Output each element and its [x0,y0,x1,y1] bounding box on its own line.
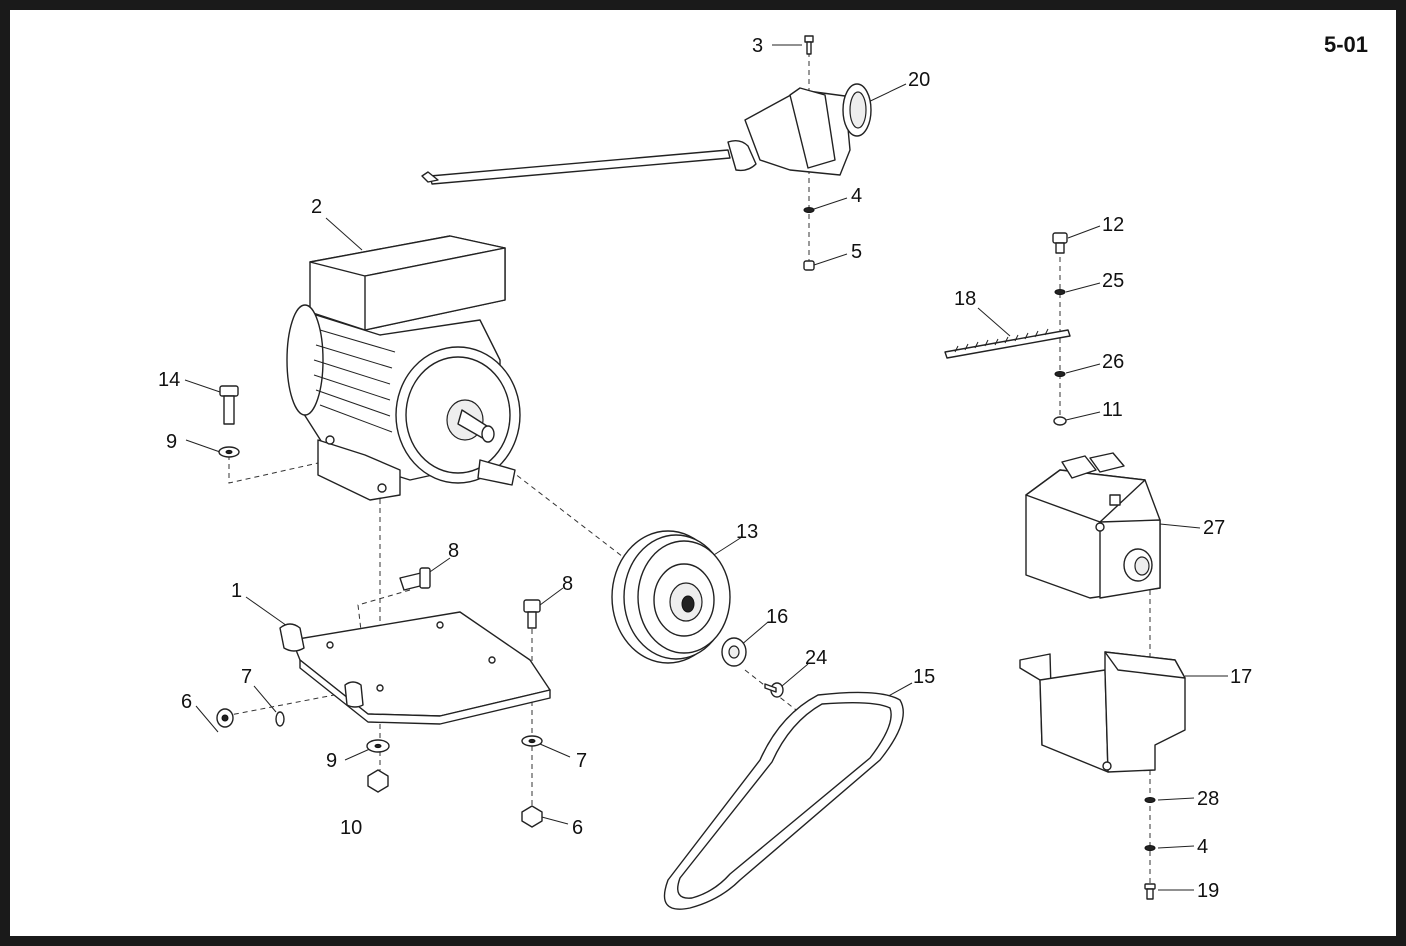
callout-13: 13 [736,521,758,543]
nut-6-right [521,805,543,828]
bolt-12 [1052,232,1068,254]
bolt-24 [764,682,784,698]
callout-4: 4 [851,185,862,207]
motor-base-plate [279,611,551,725]
callout-7: 7 [241,666,252,688]
callout-14: 14 [158,369,180,391]
electric-motor [286,235,521,501]
nut-5 [803,260,815,271]
page-number: 5-01 [1323,32,1368,57]
washer-28 [1144,797,1156,803]
callout-10: 10 [340,817,362,839]
bolt-8-left [399,567,431,591]
callout-24: 24 [805,647,827,669]
callout-28: 28 [1197,788,1219,810]
screw-19 [1144,883,1156,900]
bolt-14 [219,385,239,425]
callout-5: 5 [851,241,862,263]
callout-6: 6 [181,691,192,713]
callout-20: 20 [908,69,930,91]
callout-15: 15 [913,666,935,688]
nut-10 [367,769,389,793]
callout-11: 11 [1102,399,1123,421]
callout-17: 17 [1230,666,1252,688]
nut-11 [1053,416,1067,426]
washer-4-bottom [1144,845,1156,851]
washer-4-top [803,207,815,213]
callout-8: 8 [448,540,459,562]
power-cord-plug [421,83,872,185]
switch-box [1025,452,1161,599]
callout-6: 6 [572,817,583,839]
callout-9: 9 [166,431,177,453]
washer-7-left [275,711,285,727]
washer-16 [721,637,747,667]
callout-1: 1 [231,580,242,602]
washer-9-top [218,446,240,458]
callout-27: 27 [1203,517,1225,539]
callout-18: 18 [954,288,976,310]
washer-26 [1054,371,1066,377]
nut-6-left [216,708,234,728]
callout-9: 9 [326,750,337,772]
callout-7: 7 [576,750,587,772]
spring-18 [944,328,1071,359]
callout-3: 3 [752,35,763,57]
v-belt [663,691,904,910]
callout-26: 26 [1102,351,1124,373]
bolt-8-right [523,599,541,629]
callout-25: 25 [1102,270,1124,292]
switch-bracket [1019,651,1186,773]
callout-4: 4 [1197,836,1208,858]
callout-16: 16 [766,606,788,628]
screw-3 [804,35,814,55]
callout-12: 12 [1102,214,1124,236]
callout-8: 8 [562,573,573,595]
callout-labels: 3 20 4 5 2 12 25 18 26 11 14 9 13 27 8 8… [158,35,1252,902]
callout-19: 19 [1197,880,1219,902]
callout-2: 2 [311,196,322,218]
washer-7-right [521,735,543,747]
washer-25 [1054,289,1066,295]
washer-9-bottom [366,739,390,753]
pulley [611,530,731,664]
